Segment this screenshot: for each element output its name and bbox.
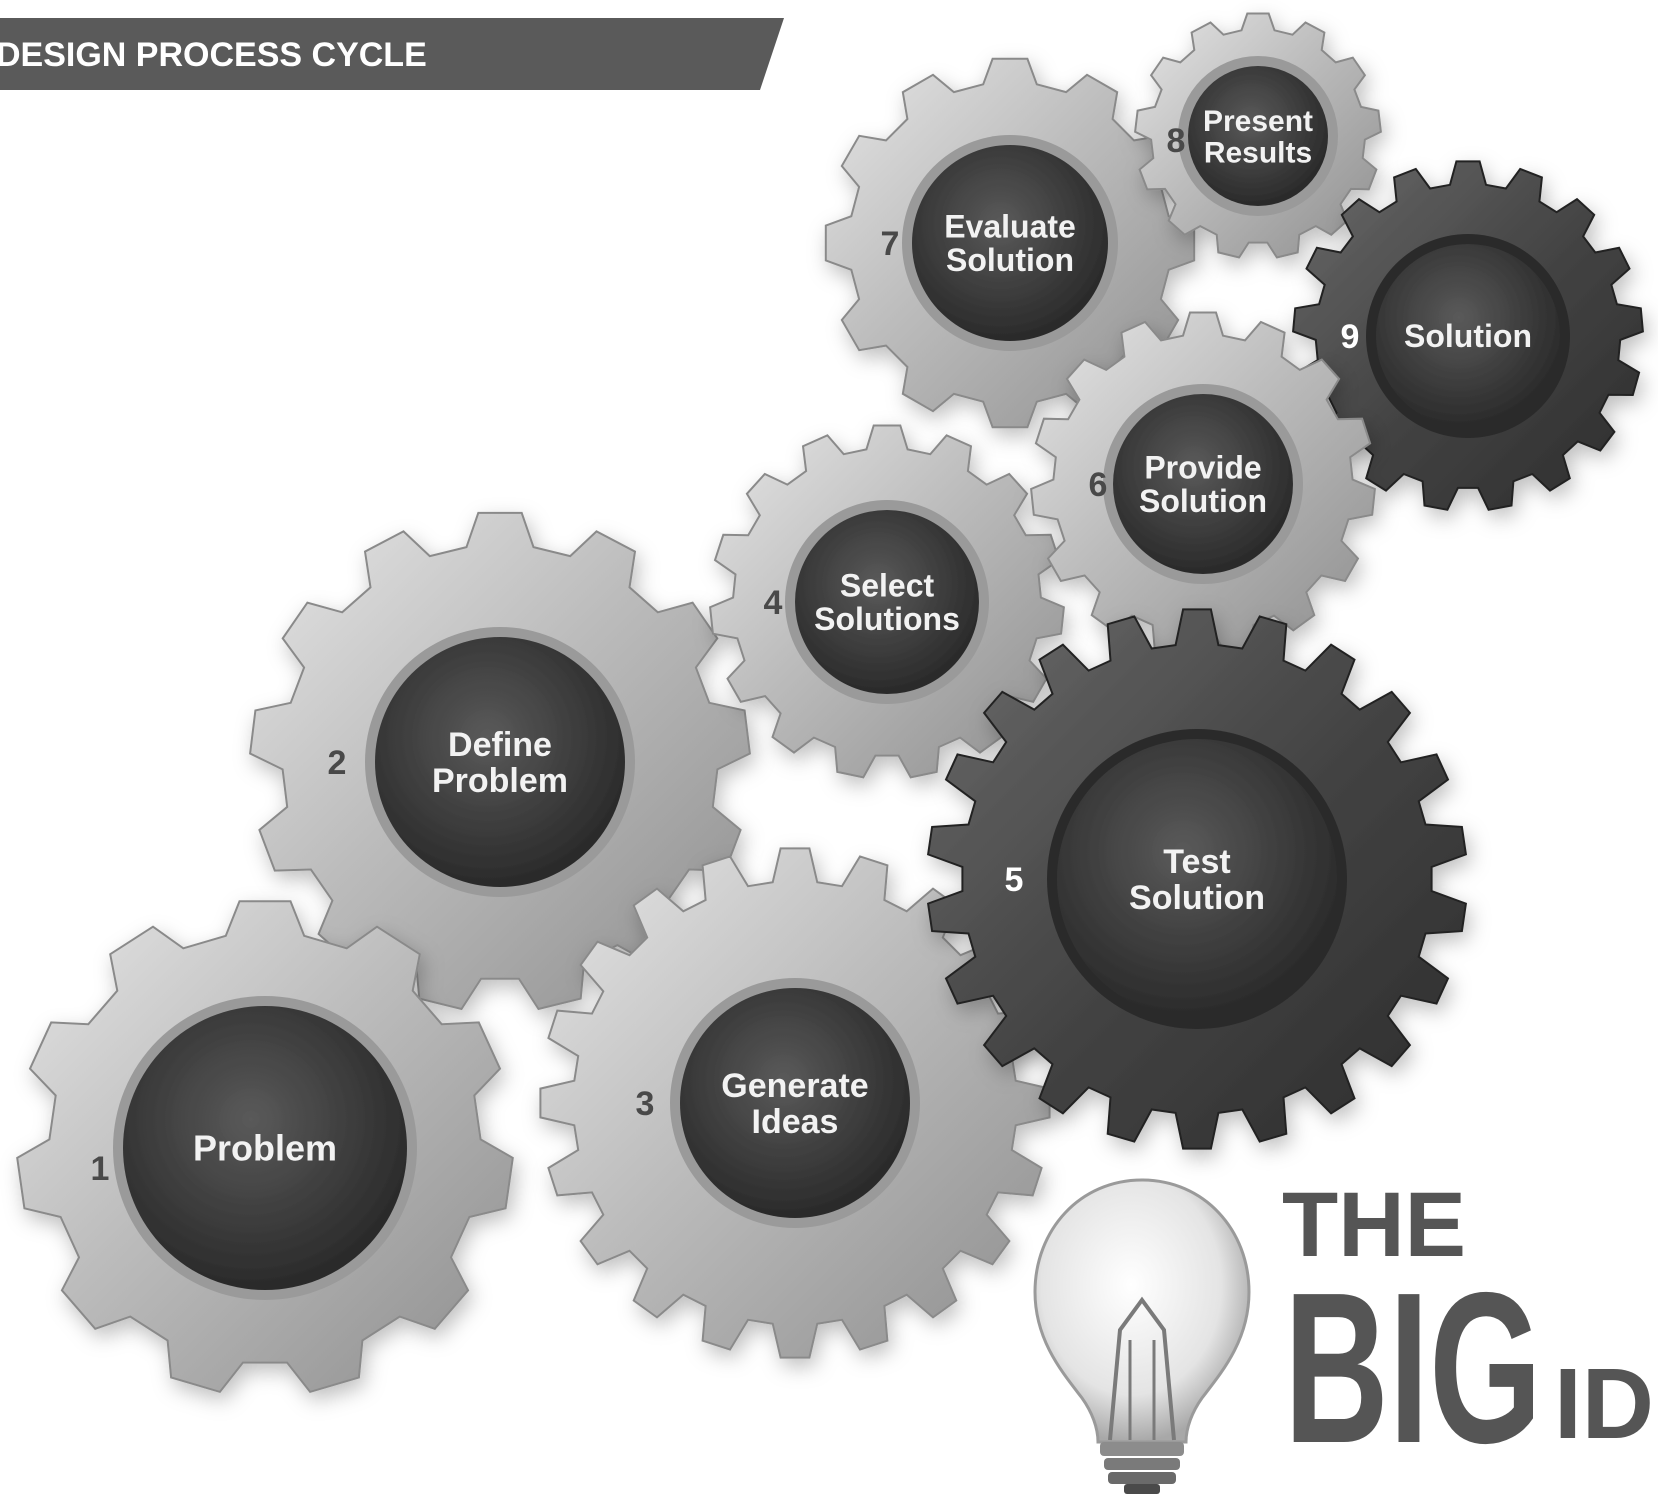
gear-hub bbox=[680, 988, 910, 1218]
step-number: 9 bbox=[1341, 318, 1360, 356]
step-label-line: Define bbox=[448, 726, 552, 764]
step-label-line: Solution bbox=[946, 242, 1074, 278]
step-label-line: Problem bbox=[432, 762, 568, 800]
logo-line-big: BIG bbox=[1284, 1247, 1542, 1488]
logo-line-id: ID bbox=[1554, 1348, 1654, 1460]
step-number: 3 bbox=[636, 1085, 655, 1123]
step-number: 8 bbox=[1167, 122, 1186, 160]
step-number: 4 bbox=[764, 584, 783, 622]
step-label-line: Ideas bbox=[752, 1103, 839, 1141]
step-label-line: Solutions bbox=[814, 601, 960, 637]
gear-hub bbox=[912, 145, 1108, 341]
banner-background bbox=[0, 18, 784, 90]
gear-hub bbox=[375, 637, 625, 887]
gear-hub bbox=[1113, 394, 1293, 574]
gear-hub bbox=[123, 1006, 407, 1290]
step-label-line: Solution bbox=[1404, 318, 1532, 354]
lightbulb-icon bbox=[1033, 1178, 1251, 1494]
step-label-line: Problem bbox=[193, 1128, 337, 1169]
step-number: 5 bbox=[1005, 861, 1024, 899]
big-idea-logo: THE BIG ID bbox=[1282, 1174, 1654, 1488]
gear-hub bbox=[1376, 244, 1560, 428]
step-label-line: Test bbox=[1163, 843, 1230, 881]
gear-step-9: 9 Solution bbox=[1292, 160, 1644, 511]
step-label-line: Results bbox=[1204, 136, 1312, 169]
logo-line-the: THE bbox=[1282, 1174, 1466, 1276]
title-banner: DESIGN PROCESS CYCLE bbox=[0, 18, 784, 90]
gear-step-1: 1 Problem bbox=[16, 900, 514, 1394]
step-label-line: Present bbox=[1203, 105, 1313, 138]
step-number: 2 bbox=[328, 744, 347, 782]
gear-hub bbox=[1057, 739, 1337, 1019]
gear-hub bbox=[795, 510, 979, 694]
step-number: 1 bbox=[91, 1150, 110, 1188]
gear-hub bbox=[1188, 66, 1328, 206]
step-label-line: Solution bbox=[1129, 879, 1265, 917]
step-label-line: Evaluate bbox=[944, 208, 1076, 244]
step-number: 6 bbox=[1089, 466, 1108, 504]
step-number: 7 bbox=[881, 225, 900, 263]
step-label-line: Generate bbox=[721, 1067, 868, 1105]
banner-title: DESIGN PROCESS CYCLE bbox=[0, 36, 427, 74]
step-label-line: Solution bbox=[1139, 483, 1267, 519]
step-label-line: Select bbox=[840, 567, 935, 603]
step-label-line: Provide bbox=[1144, 449, 1261, 485]
